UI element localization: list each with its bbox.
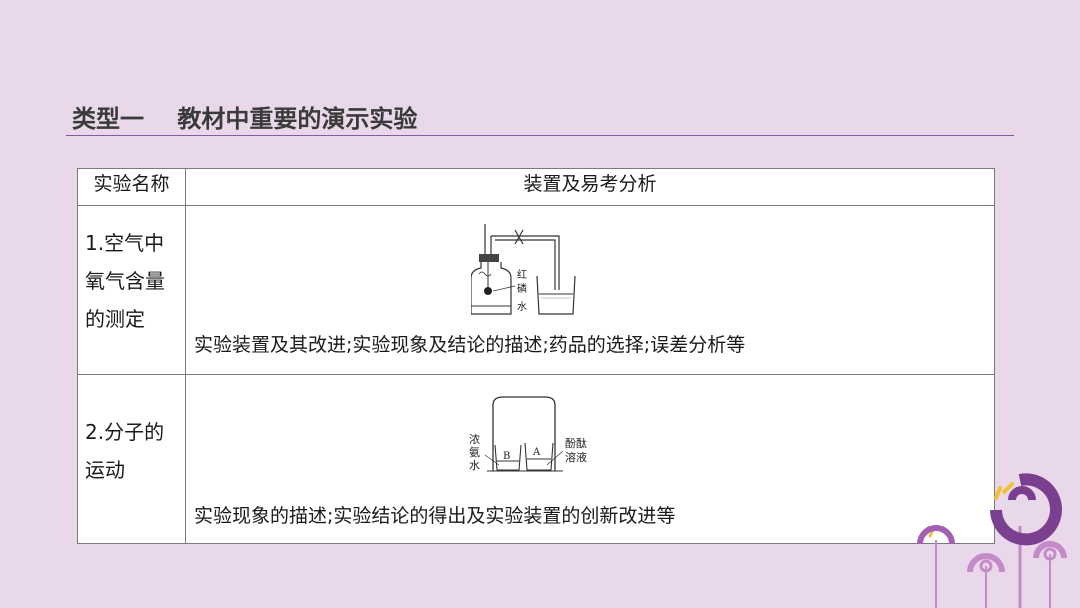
flower-decoration: [917, 473, 1067, 608]
name-line: 的测定: [85, 307, 145, 331]
analysis-text: 实验装置及其改进;实验现象及结论的描述;药品的选择;误差分析等: [194, 334, 746, 356]
page-title: 类型一 教材中重要的演示实验: [72, 105, 418, 133]
header-experiment-name: 实验名称: [77, 168, 186, 206]
table-row: 1.空气中 氧气含量 的测定: [77, 205, 995, 375]
molecule-motion-figure: B A 浓 氨 水 酚酞 溶液: [467, 395, 591, 473]
label-phosphorus: 磷: [517, 282, 527, 295]
table-row: 2.分子的 运动 B A 浓 氨: [77, 374, 995, 544]
analysis-cell: 红 磷 水 实验装置及其改进;实验现象及结论的描述;药品的选择;误差分析等: [185, 205, 995, 375]
phosphorus-apparatus-figure: 红 磷 水: [471, 222, 577, 316]
label-beaker-b: B: [503, 451, 510, 462]
experiment-name-cell: 2.分子的 运动: [77, 374, 186, 544]
label-concentrated: 浓: [469, 433, 480, 446]
label-phenolphthalein: 酚酞: [565, 436, 587, 450]
experiment-table: 实验名称 装置及易考分析 1.空气中 氧气含量 的测定: [77, 168, 995, 544]
label-water: 水: [517, 301, 527, 313]
name-line: 运动: [85, 458, 125, 482]
name-line: 氧气含量: [85, 269, 165, 293]
name-line: 1.空气中: [85, 231, 165, 255]
name-line: 2.分子的: [85, 420, 165, 444]
title-underline: [66, 135, 1014, 136]
label-ammonia: 氨: [469, 446, 480, 459]
label-red: 红: [517, 268, 527, 281]
table-header-row: 实验名称 装置及易考分析: [77, 168, 995, 206]
label-solution: 溶液: [565, 450, 587, 464]
label-water: 水: [469, 459, 480, 472]
header-apparatus-analysis: 装置及易考分析: [185, 168, 995, 206]
label-beaker-a: A: [532, 447, 541, 458]
analysis-cell: B A 浓 氨 水 酚酞 溶液 实验现象的描述;实验结论的得出及实验装置的创新改…: [185, 374, 995, 544]
experiment-name-cell: 1.空气中 氧气含量 的测定: [77, 205, 186, 375]
analysis-text: 实验现象的描述;实验结论的得出及实验装置的创新改进等: [194, 505, 676, 527]
